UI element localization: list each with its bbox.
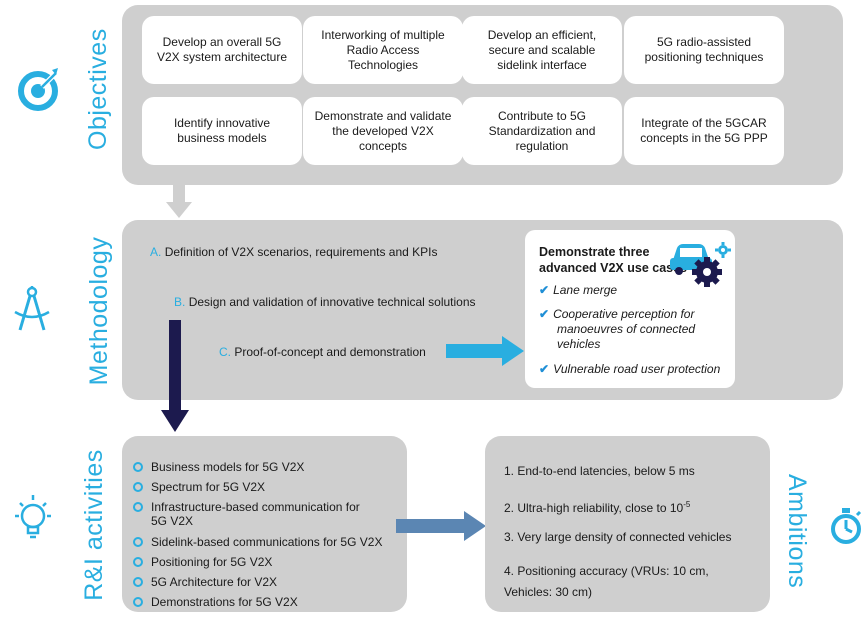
ambitions-label: Ambitions — [783, 474, 811, 589]
ambition-item: 4. Positioning accuracy (VRUs: 10 cm, Ve… — [504, 564, 709, 599]
ri-activity-item: Spectrum for 5G V2X — [133, 480, 265, 494]
ambitions-panel — [485, 436, 770, 612]
step-text: Design and validation of innovative tech… — [188, 295, 476, 309]
objective-card: Identify innovative business models — [142, 97, 302, 165]
methodology-to-ri-arrow — [161, 320, 189, 432]
objective-card: Demonstrate and validate the developed V… — [303, 97, 463, 165]
bullet-icon — [133, 556, 143, 567]
objective-card: Develop an efficient, secure and scalabl… — [462, 16, 622, 84]
ambition-item: 3. Very large density of connected vehic… — [504, 530, 732, 544]
methodology-label: Methodology — [85, 236, 113, 386]
ri-activity-item: Demonstrations for 5G V2X — [133, 595, 298, 609]
lightbulb-icon — [15, 495, 51, 539]
objective-card: Contribute to 5G Standardization and reg… — [462, 97, 622, 165]
ambition-item: 2. Ultra-high reliability, close to 10-5 — [504, 500, 691, 515]
methodology-step-b: B. Design and validation of innovative t… — [174, 295, 476, 309]
ri-activity-item: Sidelink-based communications for 5G V2X — [133, 535, 382, 549]
bullet-icon — [133, 596, 143, 607]
use-cases-title: Demonstrate three advanced V2X use cases — [539, 244, 687, 276]
target-icon — [18, 68, 58, 111]
ri-activity-item: 5G Architecture for V2X — [133, 575, 277, 589]
check-icon: ✔ — [539, 283, 550, 297]
bullet-icon — [133, 461, 143, 472]
objective-card: Interworking of multiple Radio Access Te… — [303, 16, 463, 84]
stopwatch-icon — [831, 508, 862, 544]
step-letter: C. — [219, 345, 231, 359]
use-cases-title-line: advanced V2X use cases — [539, 261, 688, 275]
objectives-to-methodology-arrow — [166, 185, 192, 218]
step-letter: A. — [150, 245, 162, 259]
ri-activities-label: R&I activities — [80, 449, 108, 601]
bullet-icon — [133, 536, 143, 547]
use-case-item: ✔Vulnerable road user protection — [539, 362, 721, 376]
ri-to-ambitions-arrow — [396, 511, 486, 541]
bullet-icon — [133, 481, 143, 492]
compass-icon — [14, 286, 50, 331]
objective-card: Integrate of the 5GCAR concepts in the 5… — [624, 97, 784, 165]
methodology-step-c: C. Proof-of-concept and demonstration — [219, 345, 426, 359]
ri-activity-item: Positioning for 5G V2X — [133, 555, 272, 569]
ri-activity-item: Business models for 5G V2X — [133, 460, 304, 474]
step-letter: B. — [174, 295, 186, 309]
use-case-item: ✔Lane merge — [539, 283, 618, 297]
step-text: Proof-of-concept and demonstration — [234, 345, 426, 359]
objectives-label: Objectives — [84, 28, 112, 150]
use-case-item: ✔Cooperative perception for manoeuvres o… — [539, 307, 696, 351]
step-text: Definition of V2X scenarios, requirement… — [164, 245, 438, 259]
objective-card: Develop an overall 5G V2X system archite… — [142, 16, 302, 84]
car-gear-icon — [670, 242, 731, 287]
check-icon: ✔ — [539, 362, 550, 376]
ambition-item: 1. End-to-end latencies, below 5 ms — [504, 464, 695, 478]
ri-activities-panel — [122, 436, 407, 612]
bullet-icon — [133, 501, 143, 512]
proof-of-concept-arrow — [446, 336, 524, 366]
methodology-step-a: A. Definition of V2X scenarios, requirem… — [150, 245, 438, 259]
use-cases-box: Demonstrate three advanced V2X use cases… — [525, 230, 735, 388]
check-icon: ✔ — [539, 307, 550, 321]
objective-card: 5G radio-assisted positioning techniques — [624, 16, 784, 84]
bullet-icon — [133, 576, 143, 587]
use-cases-title-line: Demonstrate three — [539, 245, 650, 259]
